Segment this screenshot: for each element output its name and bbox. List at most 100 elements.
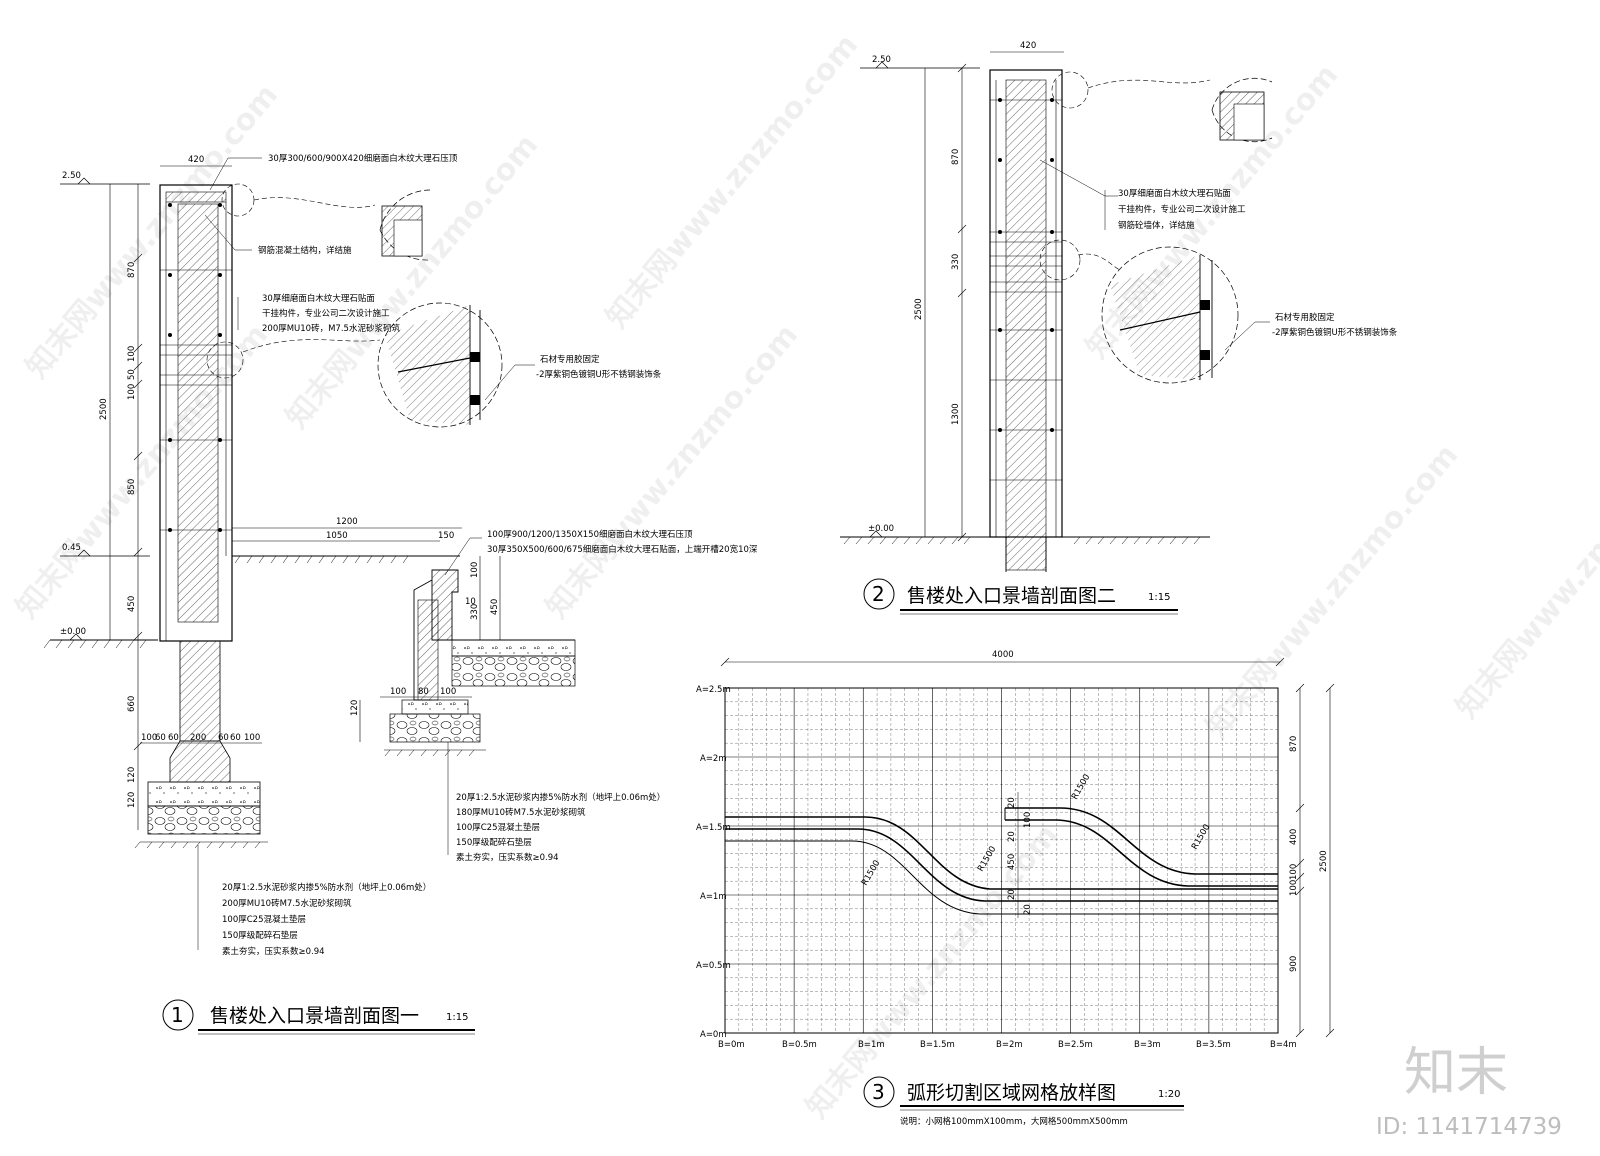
note-wall-layer: 20厚1:2.5水泥砂浆内掺5%防水剂（地坪上0.06m处） [222,882,431,893]
drawing-scale: 1:20 [1158,1089,1180,1100]
rc-core [1005,79,1047,571]
dim-height: 660 [127,696,137,712]
dim-height: 450 [127,596,137,612]
a-label: A=1m [700,892,727,902]
inner-dim: 20 [1007,831,1017,842]
dim-bench-base: 80 [418,687,429,697]
dim-height: 870 [951,149,961,165]
b-label: B=4m [1270,1040,1297,1050]
dim-bench-width: 1200 [336,517,358,527]
level-label: ±0.00 [868,524,894,534]
dim-base-width: 60 [218,733,229,743]
level-label: 2.50 [872,55,891,65]
inner-dim: 20 [1007,797,1017,808]
drawing-scale: 1:15 [446,1012,468,1023]
coping-stone [165,191,227,203]
note-wall-layer: 150厚级配碎石垫层 [222,930,298,941]
note-cladding: 30厚细磨面白木纹大理石贴面 [1118,188,1231,199]
note-cladding: 30厚细磨面白木纹大理石贴面 [262,293,375,304]
a-label: A=0.5m [696,961,731,971]
dim-height: 330 [951,254,961,270]
grid-drawing: 4000 A=2.5m A=2m A=1.5m A=1m A=0.5m A=0m… [696,650,1335,1127]
note-bench-layer: 20厚1:2.5水泥砂浆内掺5%防水剂（地坪上0.06m处） [456,792,665,803]
section-1-title: 1 售楼处入口景墙剖面图一 1:15 [162,999,475,1035]
watermark-logo: 知末 ID: 1141714739 [1376,1043,1562,1140]
dim-base-width: 60 [155,733,166,743]
dim-height: 100 [127,346,137,362]
foundation-stem [179,640,221,742]
drawing-title: 售楼处入口景墙剖面图二 [907,585,1116,607]
dim-bench-base: 100 [440,687,456,697]
section-2-annotations: 30厚细磨面白木纹大理石贴面 干挂构件，专业公司二次设计施工 钢筋砼墙体，详结施… [1039,159,1398,351]
a-label: A=2m [700,754,727,764]
inner-dim: 20 [1007,889,1017,900]
vertical-dimensions: 2500 870 100 50 100 850 450 660 120 120 [99,184,143,830]
dim-bench-height: 330 [470,604,480,620]
section-1-annotations: 30厚300/600/900X420细磨面白木纹大理石压顶 钢筋混凝土结构，详结… [197,153,758,957]
dim-height: 2500 [914,298,924,320]
grid-note: 说明：小网格100mmX100mm，大网格500mmX500mm [900,1116,1128,1127]
note-bench-layer: 180厚MU10砖M7.5水泥砂浆砌筑 [456,807,586,818]
drawing-number: 2 [872,582,885,606]
detail-cap-bubble [379,189,431,261]
dim-base-width: 200 [190,733,206,743]
b-label: B=0.5m [782,1040,817,1050]
drawing-title: 弧形切割区域网格放样图 [907,1082,1116,1104]
dim-base-width: 60 [230,733,241,743]
dim-base-width: 100 [244,733,260,743]
a-axis-labels: A=2.5m A=2m A=1.5m A=1m A=0.5m A=0m [696,685,731,1040]
note-coping: 30厚300/600/900X420细磨面白木纹大理石压顶 [268,153,458,164]
dim-top-width: 420 [1020,41,1036,51]
dim-height: 50 [127,369,137,380]
note-bench-layer: 100厚C25混凝土垫层 [456,822,540,833]
dim-grid-width: 4000 [992,650,1014,660]
foundation-footing [169,740,231,783]
note-rc-wall: 钢筋砼墙体，详结施 [1118,220,1195,231]
dim-base-width: 100 [141,733,157,743]
dim-base-width: 60 [168,733,179,743]
note-wall-layer: 200厚MU10砖M7.5水泥砂浆砌筑 [222,898,352,909]
bench-concrete-base [401,699,469,715]
b-label: B=3.5m [1196,1040,1231,1050]
dim-height: 1300 [951,403,961,425]
b-label: B=1.5m [920,1040,955,1050]
note-bench-cladding: 30厚350X500/600/675细磨面白木纹大理石贴面，上端开槽20宽10深 [487,544,758,555]
b-label: B=2.5m [1058,1040,1093,1050]
drawing-scale: 1:15 [1148,592,1170,603]
watermark-text: 知末网www.znzmo.com [599,28,865,335]
dim-bench-width: 1050 [326,531,348,541]
note-hanger: 干挂构件，专业公司二次设计施工 [1118,204,1246,215]
note-adhesive: 石材专用胶固定 [1275,312,1335,323]
note-bench-layer: 素土夯实，压实系数≥0.94 [456,852,559,863]
b-label: B=1m [858,1040,885,1050]
inner-dim: 450 [1007,854,1017,870]
detail-clip-bubble [1101,246,1239,384]
dim-bench-height: 100 [470,562,480,578]
a-label: A=1.5m [696,823,731,833]
dim-bench-height: 450 [490,599,500,615]
a-label: A=2.5m [696,685,731,695]
image-id: ID: 1141714739 [1376,1114,1562,1140]
grid-right-dimensions: 870 400 100 100 2500 900 [1289,683,1335,1038]
dim-height: 120 [127,767,137,783]
watermark-layer: 知末网www.znzmo.com 知末网www.znzmo.com 知末网www… [9,28,1600,1125]
dim-right: 100 [1289,864,1299,880]
grid-frame [724,687,1279,1034]
note-wall-layer: 素土夯实，压实系数≥0.94 [222,946,325,957]
note-bench-cap: 100厚900/1200/1350X150细磨面白木纹大理石压顶 [487,529,693,540]
dim-top-width: 420 [188,155,204,165]
gravel-base [147,805,261,835]
dim-bench-width: 150 [438,531,454,541]
detail-clip-bubble [377,302,503,428]
note-rc-structure: 钢筋混凝土结构，详结施 [258,245,352,256]
b-label: B=0m [718,1040,745,1050]
bench-gravel-base [389,713,481,743]
radius-label: R1500 [1070,773,1092,802]
note-adhesive: 石材专用胶固定 [540,354,600,365]
dim-height: 100 [127,384,137,400]
note-trim-strip: -2厚紫铜色镀铜U形不锈钢装饰条 [536,369,662,380]
note-trim-strip: -2厚紫铜色镀铜U形不锈钢装饰条 [1272,327,1398,338]
dim-bench-height: 10 [465,597,476,607]
dim-height: 120 [127,792,137,808]
